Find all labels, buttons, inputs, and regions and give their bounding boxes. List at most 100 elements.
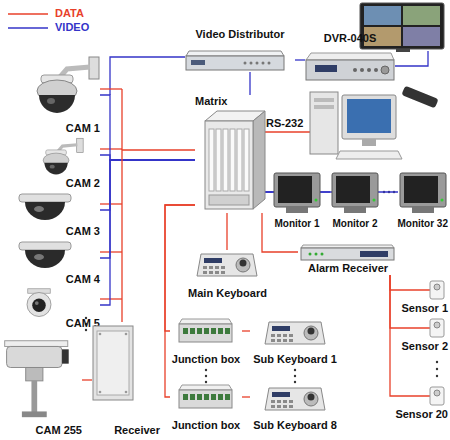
node-label: Monitor 32 — [397, 217, 448, 230]
monitor-stand — [362, 139, 376, 146]
rect-shape — [205, 121, 253, 209]
data-link — [242, 396, 250, 397]
polygon-shape — [253, 111, 265, 209]
dvr-icon — [305, 52, 395, 82]
ellipse-shape — [34, 206, 44, 212]
rect-shape — [332, 173, 378, 207]
circle-shape — [308, 394, 315, 401]
circle-shape — [321, 253, 324, 256]
rect-shape — [278, 176, 312, 203]
circle-shape — [434, 390, 440, 396]
node-label: Junction box — [172, 353, 240, 366]
circle-shape — [125, 333, 128, 336]
ellipsis-dots — [85, 191, 438, 383]
data-wire — [100, 88, 122, 89]
rect-shape — [289, 334, 293, 337]
g-shape — [271, 334, 293, 342]
monitor-stand — [396, 49, 410, 52]
circle-shape — [353, 68, 357, 72]
rect-shape — [344, 207, 366, 213]
circle-shape — [125, 391, 128, 394]
node-label: Video Distributor — [195, 28, 284, 41]
legend-text: DATA — [55, 7, 84, 20]
rect-shape — [203, 271, 207, 274]
rect-shape — [272, 326, 290, 331]
port-label: RS-232 — [266, 117, 303, 130]
rect-shape — [271, 405, 275, 408]
rect-shape — [336, 176, 370, 203]
circle-shape — [367, 68, 371, 72]
circle-shape — [304, 392, 318, 406]
node-label: Sensor 1 — [402, 302, 448, 315]
node-label: CAM 4 — [66, 273, 100, 286]
g-shape — [99, 333, 128, 394]
legend-line — [8, 27, 48, 29]
rcv-icon — [92, 325, 134, 401]
g-shape — [353, 68, 378, 72]
alarm-sensor: Sensor 1 — [392, 280, 448, 315]
polygon-shape — [179, 385, 232, 390]
circle-shape — [304, 326, 318, 340]
data-wire — [100, 148, 122, 149]
video-link — [265, 191, 330, 192]
ellipse-shape — [47, 98, 55, 104]
sensor-icon — [392, 386, 448, 406]
rect-shape — [289, 339, 293, 342]
rect-shape — [400, 173, 446, 207]
alarm-sensor: Sensor 20 — [392, 386, 448, 421]
rect-shape — [191, 60, 205, 65]
rect-shape — [179, 390, 232, 408]
rect-shape — [179, 324, 232, 342]
data-wire — [100, 251, 122, 252]
crt-monitor: Monitor 1 — [272, 172, 322, 230]
rect-shape — [190, 394, 195, 400]
rect-shape — [204, 258, 222, 263]
rect-shape — [19, 194, 71, 202]
rect-shape — [271, 400, 275, 403]
node-label: CAM 3 — [66, 225, 100, 238]
rect-shape — [225, 394, 230, 400]
polygon-shape — [306, 53, 394, 60]
node-label: Sensor 20 — [395, 408, 448, 421]
rect-shape — [203, 266, 207, 269]
vd-icon — [185, 50, 285, 72]
sub-keyboard: Sub Keyboard 1 — [250, 318, 340, 366]
rect-shape — [221, 266, 225, 269]
circle-shape — [205, 375, 207, 377]
pc-screen — [347, 99, 391, 133]
rect-shape — [283, 339, 287, 342]
node-label: Matrix — [195, 95, 227, 108]
circle-shape — [268, 62, 271, 65]
circle-shape — [434, 322, 440, 328]
video-link — [100, 155, 195, 160]
ptz-camera: CAM 1 — [5, 55, 100, 135]
rect-shape — [89, 57, 99, 79]
circle-shape — [436, 368, 438, 370]
circle-shape — [294, 381, 296, 383]
rect-shape — [7, 346, 62, 367]
rect-shape — [360, 251, 388, 257]
rect-shape — [218, 394, 223, 400]
legend-line — [8, 13, 48, 15]
g-shape — [203, 266, 225, 274]
rect-shape — [277, 334, 281, 337]
circle-shape — [250, 62, 253, 65]
rect-shape — [274, 173, 320, 207]
g-shape — [209, 129, 249, 191]
circle-shape — [236, 258, 250, 272]
node-label: Junction box — [172, 419, 240, 432]
data-link — [165, 205, 195, 397]
circle-shape — [99, 333, 102, 336]
path-shape — [25, 250, 65, 268]
video-distributor: Video Distributor — [185, 28, 295, 72]
circle-shape — [205, 381, 207, 383]
sensor-icon — [392, 318, 448, 338]
rect-shape — [271, 334, 275, 337]
circle-shape — [240, 260, 247, 267]
data-link — [122, 150, 195, 322]
node-label: Sub Keyboard 8 — [253, 419, 337, 432]
node-label: Monitor 1 — [275, 217, 320, 230]
dvr-recorder: DVR-040S — [305, 32, 395, 87]
line-shape — [392, 327, 430, 328]
